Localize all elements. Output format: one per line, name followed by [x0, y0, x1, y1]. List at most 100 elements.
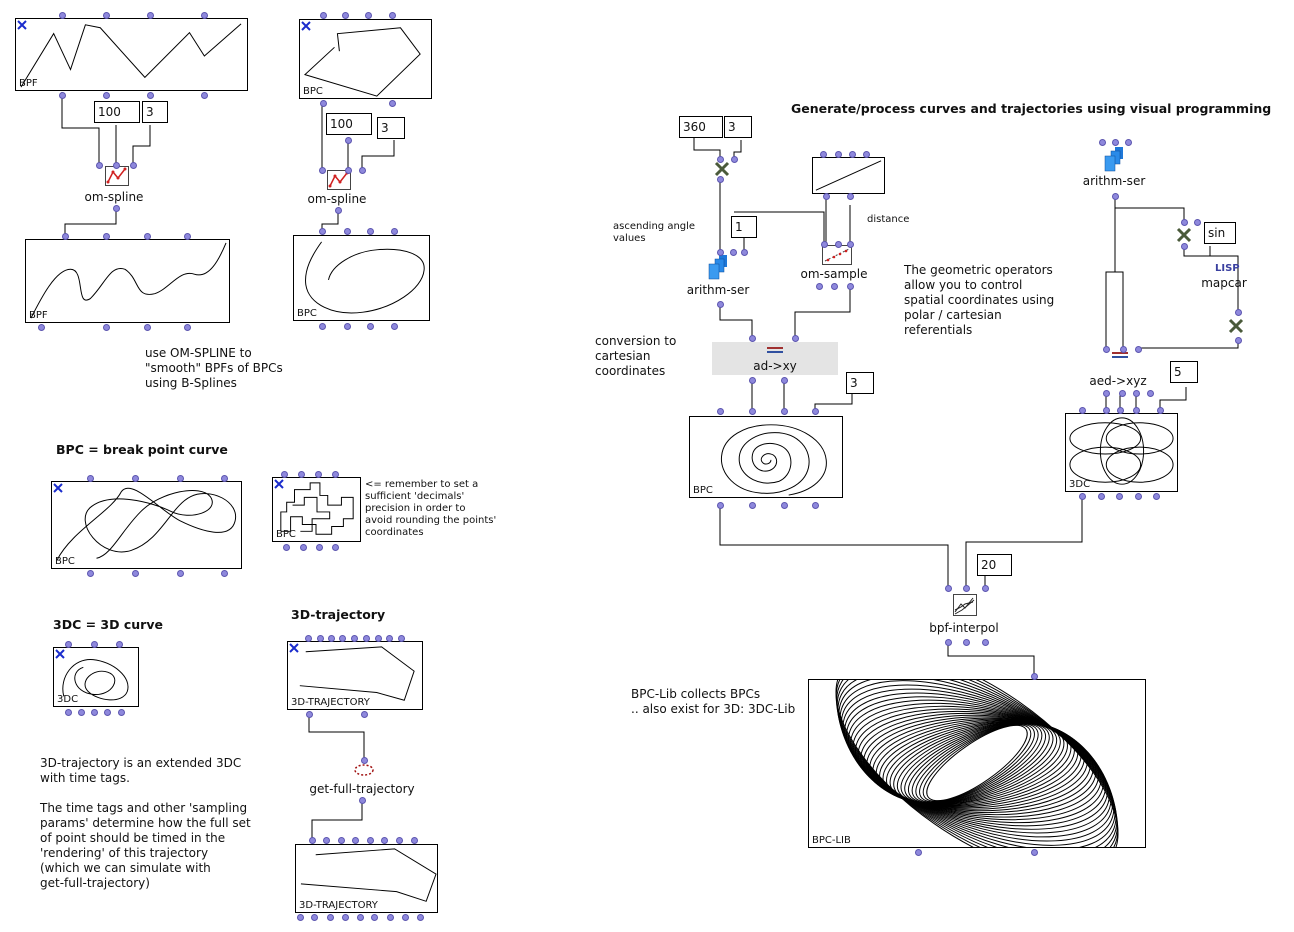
inlet-dot[interactable] — [316, 634, 324, 642]
lock-icon[interactable] — [274, 479, 284, 489]
inlet-dot[interactable] — [716, 248, 724, 256]
inlet-dot[interactable] — [1119, 345, 1127, 353]
inlet-dot[interactable] — [86, 474, 94, 482]
inlet-dot[interactable] — [374, 634, 382, 642]
inlet-dot[interactable] — [64, 640, 72, 648]
number-box-100[interactable]: 100 — [326, 113, 372, 135]
inlet-dot[interactable] — [366, 227, 374, 235]
inlet-dot[interactable] — [299, 543, 307, 551]
inlet-dot[interactable] — [386, 913, 394, 921]
inlet-dot[interactable] — [1180, 242, 1188, 250]
inlet-dot[interactable] — [310, 913, 318, 921]
inlet-dot[interactable] — [748, 376, 756, 384]
inlet-dot[interactable] — [356, 913, 364, 921]
inlet-dot[interactable] — [780, 501, 788, 509]
inlet-dot[interactable] — [200, 11, 208, 19]
inlet-dot[interactable] — [95, 161, 103, 169]
bpf-editor-linear[interactable] — [812, 157, 885, 194]
3dc-flower-editor[interactable]: 3DC — [1065, 413, 1178, 492]
inlet-dot[interactable] — [146, 91, 154, 99]
inlet-dot[interactable] — [1156, 406, 1164, 414]
inlet-dot[interactable] — [748, 501, 756, 509]
inlet-dot[interactable] — [360, 756, 368, 764]
inlet-dot[interactable] — [1102, 406, 1110, 414]
inlet-dot[interactable] — [112, 204, 120, 212]
inlet-dot[interactable] — [390, 227, 398, 235]
inlet-dot[interactable] — [846, 282, 854, 290]
inlet-dot[interactable] — [102, 232, 110, 240]
inlet-dot[interactable] — [115, 640, 123, 648]
inlet-dot[interactable] — [1124, 138, 1132, 146]
inlet-dot[interactable] — [360, 710, 368, 718]
number-box-3[interactable]: 3 — [377, 117, 405, 139]
inlet-dot[interactable] — [343, 227, 351, 235]
inlet-dot[interactable] — [131, 474, 139, 482]
bpc-editor-splined[interactable]: BPC — [293, 235, 430, 321]
inlet-dot[interactable] — [830, 282, 838, 290]
inlet-dot[interactable] — [410, 836, 418, 844]
3dc-editor[interactable]: 3DC — [53, 647, 139, 707]
inlet-dot[interactable] — [112, 161, 120, 169]
inlet-dot[interactable] — [716, 407, 724, 415]
inlet-dot[interactable] — [1098, 138, 1106, 146]
inlet-dot[interactable] — [1111, 192, 1119, 200]
inlet-dot[interactable] — [944, 638, 952, 646]
inlet-dot[interactable] — [716, 300, 724, 308]
arithm-ser-icon[interactable] — [707, 254, 731, 280]
inlet-dot[interactable] — [327, 634, 335, 642]
number-box-20[interactable]: 20 — [977, 554, 1012, 576]
inlet-dot[interactable] — [86, 569, 94, 577]
inlet-dot[interactable] — [341, 11, 349, 19]
lock-icon[interactable] — [55, 649, 65, 659]
inlet-dot[interactable] — [131, 569, 139, 577]
inlet-dot[interactable] — [820, 240, 828, 248]
inlet-dot[interactable] — [176, 569, 184, 577]
inlet-dot[interactable] — [143, 232, 151, 240]
inlet-dot[interactable] — [944, 584, 952, 592]
inlet-dot[interactable] — [304, 634, 312, 642]
inlet-dot[interactable] — [848, 150, 856, 158]
inlet-dot[interactable] — [388, 11, 396, 19]
inlet-dot[interactable] — [280, 470, 288, 478]
inlet-dot[interactable] — [200, 91, 208, 99]
inlet-dot[interactable] — [862, 150, 870, 158]
inlet-dot[interactable] — [1152, 492, 1160, 500]
bpc-editor-squares[interactable]: BPC — [272, 477, 361, 542]
inlet-dot[interactable] — [58, 91, 66, 99]
inlet-dot[interactable] — [296, 913, 304, 921]
inlet-dot[interactable] — [318, 166, 326, 174]
bpf-interpol-icon[interactable] — [953, 594, 977, 616]
inlet-dot[interactable] — [341, 913, 349, 921]
number-box-3[interactable]: 3 — [142, 101, 168, 123]
inlet-dot[interactable] — [314, 470, 322, 478]
inlet-dot[interactable] — [322, 836, 330, 844]
inlet-dot[interactable] — [297, 470, 305, 478]
inlet-dot[interactable] — [331, 470, 339, 478]
inlet-dot[interactable] — [1234, 308, 1242, 316]
inlet-dot[interactable] — [318, 322, 326, 330]
inlet-dot[interactable] — [61, 232, 69, 240]
inlet-dot[interactable] — [716, 175, 724, 183]
inlet-dot[interactable] — [385, 634, 393, 642]
inlet-dot[interactable] — [358, 796, 366, 804]
inlet-dot[interactable] — [846, 240, 854, 248]
multiply-icon[interactable] — [1227, 317, 1245, 335]
inlet-dot[interactable] — [1097, 492, 1105, 500]
inlet-dot[interactable] — [780, 407, 788, 415]
inlet-dot[interactable] — [220, 474, 228, 482]
inlet-dot[interactable] — [358, 166, 366, 174]
inlet-dot[interactable] — [315, 543, 323, 551]
inlet-dot[interactable] — [1180, 218, 1188, 226]
number-box-3[interactable]: 3 — [724, 116, 752, 138]
inlet-dot[interactable] — [318, 227, 326, 235]
inlet-dot[interactable] — [103, 708, 111, 716]
inlet-dot[interactable] — [129, 161, 137, 169]
inlet-dot[interactable] — [846, 192, 854, 200]
inlet-dot[interactable] — [1134, 492, 1142, 500]
inlet-dot[interactable] — [395, 836, 403, 844]
number-box-100[interactable]: 100 — [94, 101, 140, 123]
inlet-dot[interactable] — [1030, 672, 1038, 680]
inlet-dot[interactable] — [819, 150, 827, 158]
inlet-dot[interactable] — [1102, 389, 1110, 397]
inlet-dot[interactable] — [364, 11, 372, 19]
